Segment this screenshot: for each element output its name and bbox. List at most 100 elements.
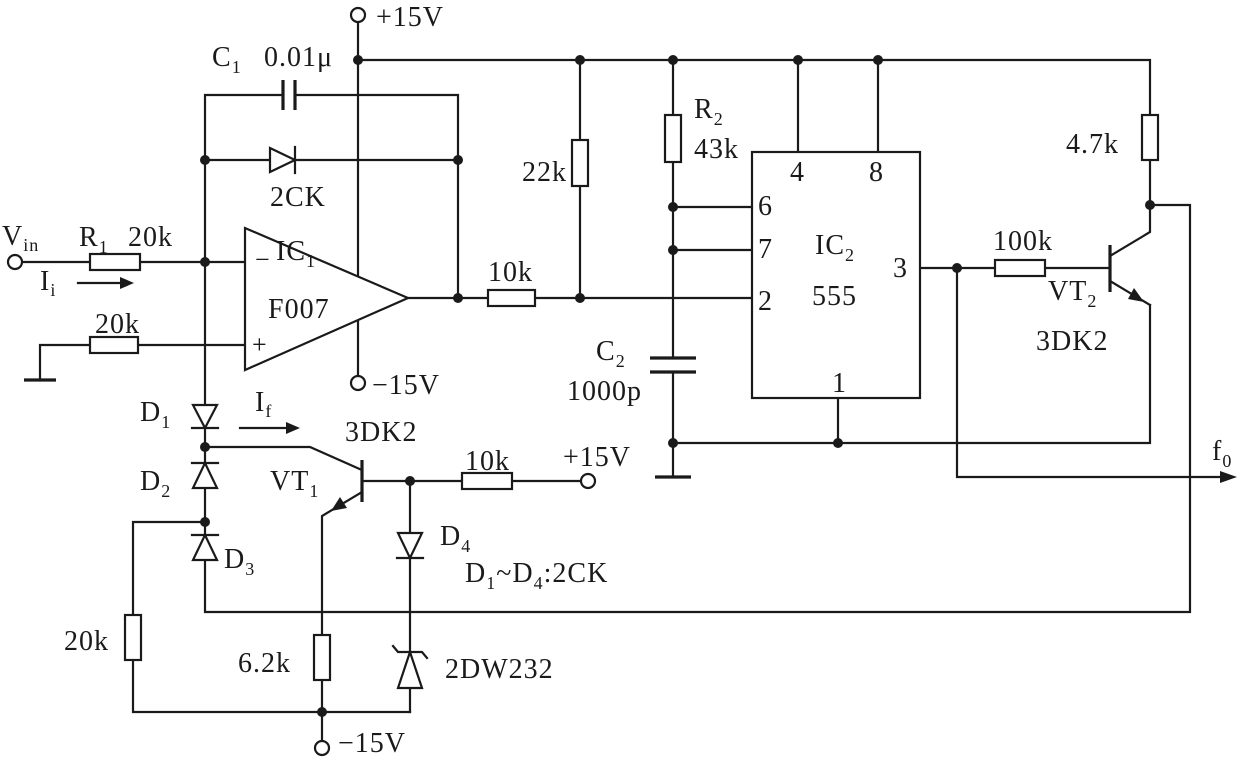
vt2-symbol: VT bbox=[1048, 276, 1087, 307]
diode-d4 bbox=[395, 531, 425, 561]
current-if-symbol: I bbox=[255, 387, 265, 418]
junction-dot bbox=[575, 293, 585, 303]
resistor-22k bbox=[570, 138, 590, 188]
d1-label: D1 bbox=[140, 397, 171, 432]
wire-top-rail bbox=[356, 58, 1152, 117]
diode-note-first: D bbox=[465, 558, 486, 589]
d4-label: D4 bbox=[440, 521, 471, 556]
wire-ground-rail bbox=[671, 303, 1152, 445]
r-22k-value: 22k bbox=[522, 157, 567, 188]
junction-dot bbox=[200, 517, 210, 527]
vin-subscript: in bbox=[23, 235, 39, 255]
current-ii-label: Ii bbox=[40, 266, 56, 300]
diode-2ck-feedback bbox=[268, 145, 298, 175]
ic2-pin-7: 7 bbox=[758, 234, 773, 265]
resistor-emitter-6k2 bbox=[312, 633, 332, 682]
ic2-pin-2: 2 bbox=[758, 286, 773, 317]
junction-dot bbox=[668, 438, 678, 448]
opamp-negative-supply-label: −15V bbox=[372, 370, 440, 401]
output-subscript: 0 bbox=[1222, 451, 1232, 471]
diode-d2 bbox=[190, 460, 220, 490]
diode-note-first-subscript: 1 bbox=[486, 573, 496, 593]
current-ii-arrow-head bbox=[120, 277, 134, 289]
ic2-label: IC2 bbox=[815, 230, 855, 265]
resistor-trigger-10k bbox=[486, 288, 537, 308]
d2-label: D2 bbox=[140, 466, 171, 501]
junction-dot bbox=[200, 442, 210, 452]
r1-value: 20k bbox=[128, 222, 173, 253]
ic2-symbol: IC bbox=[815, 230, 845, 261]
resistor-base-vt1-10k bbox=[460, 471, 514, 491]
r-noninv-value: 20k bbox=[95, 309, 140, 340]
junction-dot bbox=[668, 202, 678, 212]
wire-node-to-vt1-collector bbox=[203, 445, 364, 472]
diode-d1 bbox=[190, 403, 220, 431]
output-symbol: f bbox=[1212, 436, 1222, 467]
ic2-model: 555 bbox=[812, 281, 857, 312]
vt1-label: VT1 bbox=[270, 466, 319, 501]
wire-c1-right-to-output bbox=[293, 93, 460, 300]
top-supply-label: +15V bbox=[376, 2, 444, 33]
c2-subscript: 2 bbox=[616, 351, 626, 371]
current-if-subscript: f bbox=[265, 401, 272, 421]
zener-diode bbox=[391, 644, 429, 690]
r-trigger-value: 10k bbox=[488, 257, 533, 288]
d2-subscript: 2 bbox=[161, 481, 171, 501]
timer-ic2-body bbox=[750, 150, 922, 400]
current-if-arrow-head bbox=[286, 422, 300, 434]
r1-symbol: R bbox=[79, 222, 99, 253]
r2-label: R2 bbox=[694, 94, 724, 129]
r2-symbol: R bbox=[694, 94, 714, 125]
bottom-supply-label: −15V bbox=[338, 728, 406, 759]
transistor-vt2-emitter-arrow bbox=[1128, 288, 1144, 302]
r-base-vt2-value: 100k bbox=[993, 226, 1053, 257]
wire-ground-to-r-noninv bbox=[38, 343, 92, 382]
r1-label: R1 bbox=[79, 222, 109, 257]
diode-d2-triangle bbox=[191, 460, 219, 490]
output-arrow-head bbox=[1220, 471, 1237, 483]
r-base-vt1-value: 10k bbox=[465, 446, 510, 477]
wire-vt2-collector bbox=[1108, 158, 1152, 258]
current-if-label: If bbox=[255, 387, 272, 421]
capacitor-c1 bbox=[281, 80, 297, 110]
r2-subscript: 2 bbox=[714, 109, 724, 129]
noninverting-input-sign: + bbox=[252, 330, 267, 359]
d1-subscript: 1 bbox=[161, 412, 171, 432]
terminal-opamp-negative-supply bbox=[349, 374, 367, 392]
diode-d4-triangle bbox=[396, 531, 424, 561]
vt2-subscript: 2 bbox=[1087, 291, 1097, 311]
resistor-noninv-20k bbox=[88, 335, 140, 355]
diode-d1-triangle bbox=[191, 403, 219, 431]
junction-dot bbox=[405, 476, 415, 486]
diode-note: D1~D4:2CK bbox=[465, 558, 608, 593]
wires bbox=[20, 20, 1224, 743]
junction-dot bbox=[200, 155, 210, 165]
d2-symbol: D bbox=[140, 466, 161, 497]
junction-dot bbox=[1145, 200, 1155, 210]
vin-symbol: V bbox=[2, 221, 23, 252]
resistor-collector-4k7 bbox=[1140, 113, 1160, 162]
zener-triangle bbox=[396, 648, 424, 690]
ic1-label: IC1 bbox=[276, 236, 316, 271]
diode-2ck-triangle bbox=[268, 146, 298, 174]
diode-d3-triangle bbox=[191, 532, 219, 562]
zener-model: 2DW232 bbox=[445, 654, 554, 685]
d3-label: D3 bbox=[224, 544, 255, 579]
d1-symbol: D bbox=[140, 397, 161, 428]
diode-note-second-subscript: 4 bbox=[534, 573, 544, 593]
junction-dot bbox=[668, 55, 678, 65]
junction-dot bbox=[200, 257, 210, 267]
opamp-ic1-body bbox=[243, 226, 411, 372]
inverting-input-sign: − bbox=[255, 245, 270, 274]
transistor-vt2 bbox=[1108, 245, 1144, 302]
resistor-left-20k bbox=[123, 613, 143, 662]
ic2-subscript: 2 bbox=[845, 245, 855, 265]
ic2-pin-8: 8 bbox=[869, 157, 884, 188]
r-left-value: 20k bbox=[64, 626, 109, 657]
resistor-r2 bbox=[663, 113, 683, 164]
output-label: f0 bbox=[1212, 436, 1232, 471]
junction-dot bbox=[793, 55, 803, 65]
feedback-diode-label: 2CK bbox=[270, 182, 326, 213]
ic1-subscript: 1 bbox=[306, 251, 316, 271]
diode-d3 bbox=[190, 532, 220, 562]
